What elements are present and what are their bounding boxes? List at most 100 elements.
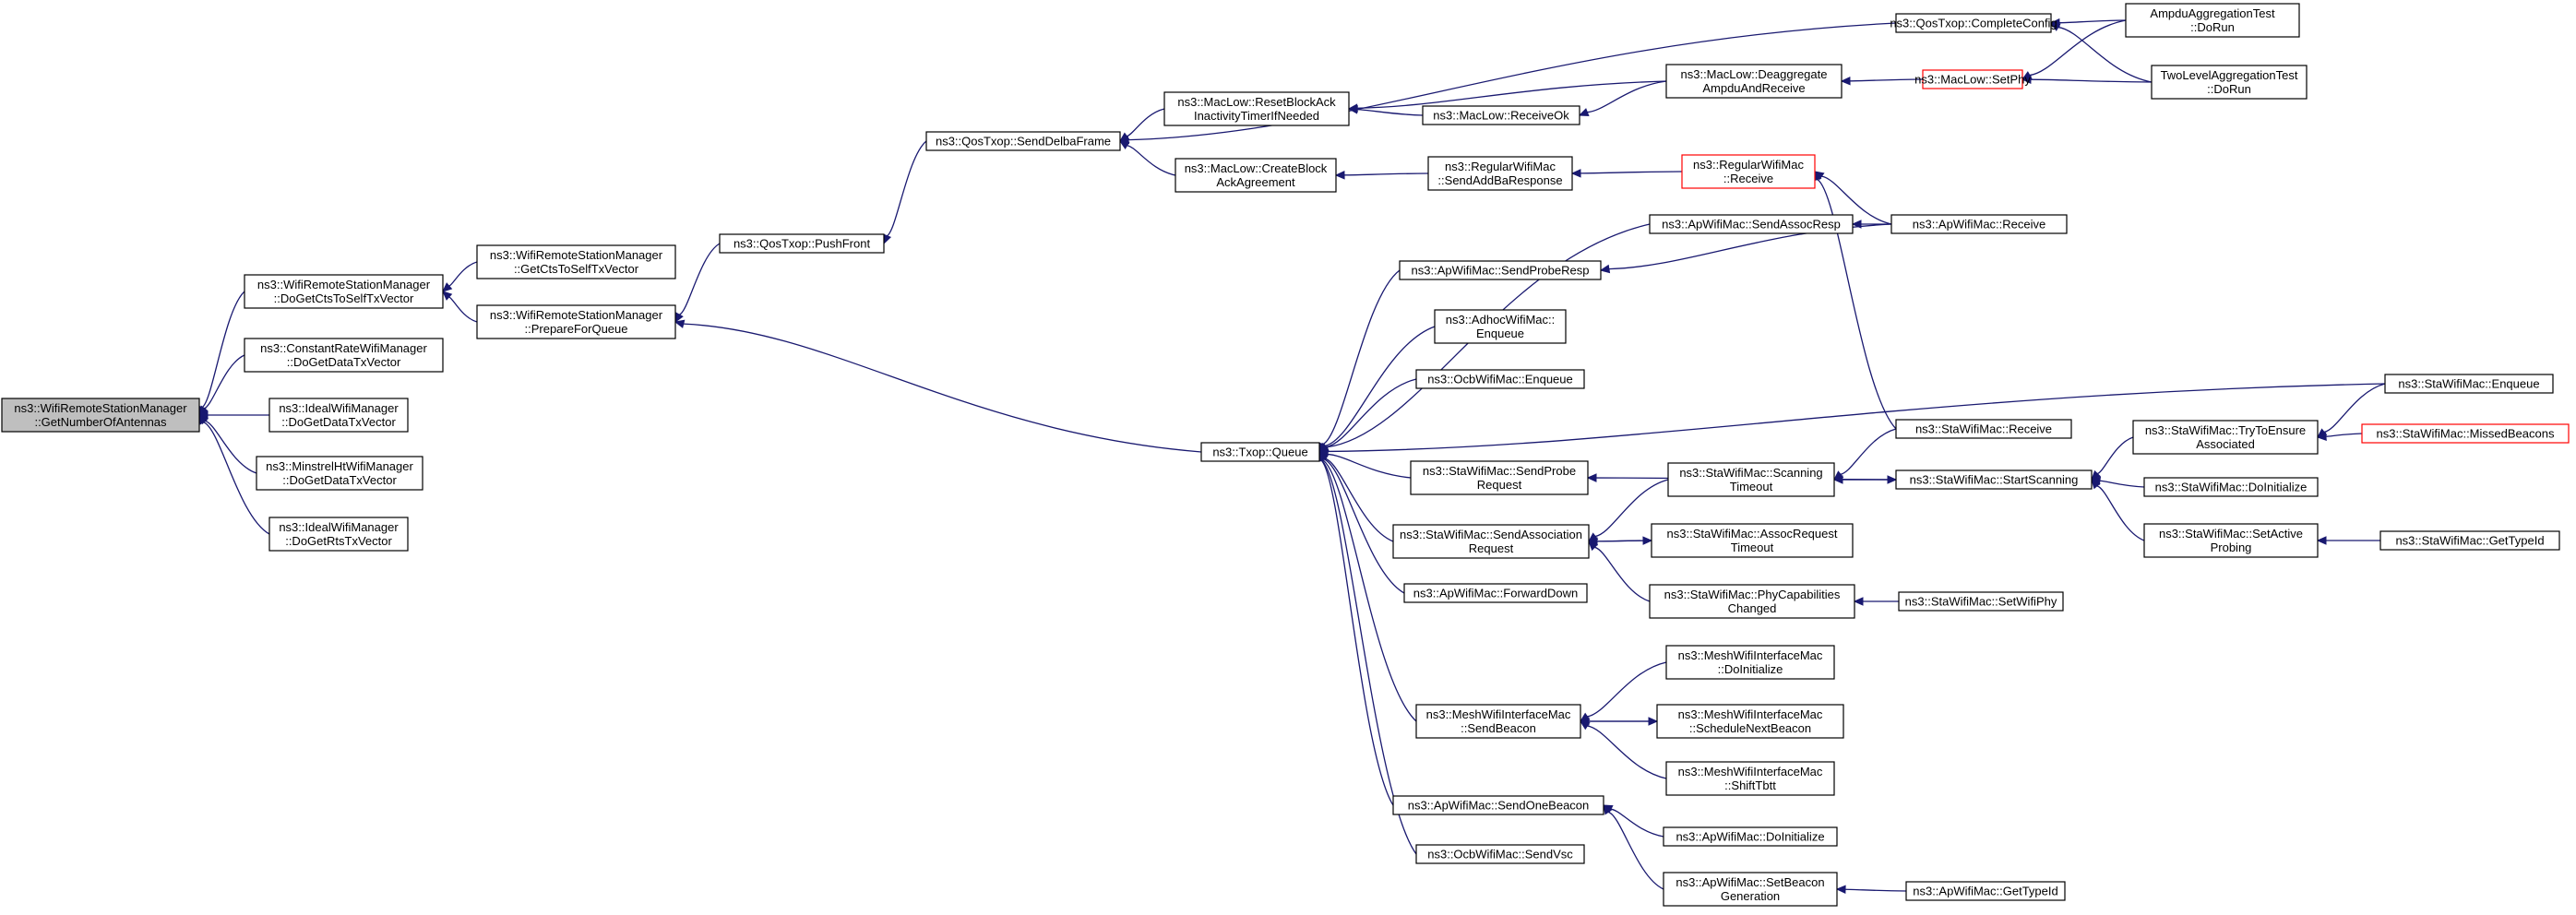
node-label: ns3::MeshWifiInterfaceMac: [1426, 707, 1571, 721]
edge-ocbvsc-to-txopq: [1320, 459, 1417, 855]
node-aprecv[interactable]: ns3::ApWifiMac::Receive: [1890, 214, 2068, 234]
node-box: [244, 274, 444, 309]
node-meshinit[interactable]: ns3::MeshWifiInterfaceMac::DoInitialize: [1665, 645, 1835, 680]
arrowhead-staassocto: [1642, 536, 1653, 545]
node-addba[interactable]: ns3::RegularWifiMac::SendAddBaResponse: [1427, 156, 1573, 191]
node-label: ::DoInitialize: [1718, 662, 1783, 676]
node-meshshift[interactable]: ns3::MeshWifiInterfaceMac::ShiftTbtt: [1665, 761, 1835, 796]
node-ampdu[interactable]: AmpduAggregationTest::DoRun: [2125, 3, 2300, 38]
edge-staphycap-to-staassocreq: [1594, 546, 1651, 602]
node-apinit[interactable]: ns3::ApWifiMac::DoInitialize: [1663, 826, 1838, 847]
node-box: [1665, 64, 1843, 99]
edge-statry-to-stastart: [2096, 436, 2134, 475]
node-box: [2361, 423, 2570, 444]
node-label: ::GetCtsToSelfTxVector: [514, 262, 639, 276]
node-resetba[interactable]: ns3::MacLow::ResetBlockAckInactivityTime…: [1163, 91, 1350, 126]
node-label: ::DoGetDataTxVector: [281, 415, 396, 429]
edge-twolvl-to-setphy: [2030, 78, 2153, 83]
edge-staenq-to-txopq: [1327, 383, 2386, 453]
node-root[interactable]: ns3::WifiRemoteStationManager::GetNumber…: [1, 398, 200, 433]
node-meshsend[interactable]: ns3::MeshWifiInterfaceMac::SendBeacon: [1415, 704, 1581, 739]
edge-sdelba-to-qospush: [886, 140, 927, 237]
edge-resetba-to-sdelba: [1126, 108, 1165, 137]
node-dgcts[interactable]: ns3::WifiRemoteStationManager::DoGetCtsT…: [244, 274, 444, 309]
node-ocbenq[interactable]: ns3::OcbWifiMac::Enqueue: [1415, 369, 1585, 389]
node-box: [2132, 420, 2319, 455]
node-aptype[interactable]: ns3::ApWifiMac::GetTypeId: [1905, 881, 2066, 901]
node-label: ::SendAddBaResponse: [1437, 173, 1562, 187]
node-sdelba[interactable]: ns3::QosTxop::SendDelbaFrame: [925, 131, 1121, 151]
node-ocbvsc[interactable]: ns3::OcbWifiMac::SendVsc: [1415, 844, 1585, 864]
edge-staprobe-to-txopq: [1327, 453, 1412, 479]
edge-adhocenq-to-txopq: [1324, 326, 1436, 447]
node-getcts[interactable]: ns3::WifiRemoteStationManager::GetCtsToS…: [476, 244, 676, 279]
node-iddata[interactable]: ns3::IdealWifiManager::DoGetDataTxVector: [268, 398, 409, 433]
node-box: [1392, 795, 1604, 815]
node-idrts[interactable]: ns3::IdealWifiManager::DoGetRtsTxVector: [268, 517, 409, 552]
node-mhdata[interactable]: ns3::MinstrelHtWifiManager::DoGetDataTxV…: [256, 456, 423, 491]
node-box: [1415, 369, 1585, 389]
node-apassoc[interactable]: ns3::ApWifiMac::SendAssocResp: [1649, 214, 1854, 234]
node-label: ns3::StaWifiMac::StartScanning: [1910, 473, 2079, 487]
node-apfwd[interactable]: ns3::ApWifiMac::ForwardDown: [1403, 583, 1588, 603]
node-label: ::DoGetCtsToSelfTxVector: [274, 291, 414, 305]
arrowhead-dgcts: [442, 291, 453, 301]
node-txopq[interactable]: ns3::Txop::Queue: [1200, 442, 1320, 462]
edge-aponebeacon-to-txopq: [1320, 459, 1394, 806]
node-statype[interactable]: ns3::StaWifiMac::GetTypeId: [2379, 530, 2560, 551]
node-staenq[interactable]: ns3::StaWifiMac::Enqueue: [2384, 374, 2554, 394]
node-box: [476, 304, 676, 339]
node-compcfg[interactable]: ns3::QosTxop::CompleteConfig: [1890, 13, 2057, 33]
node-label: ns3::StaWifiMac::AssocRequest: [1667, 527, 1838, 541]
node-stamissed[interactable]: ns3::StaWifiMac::MissedBeacons: [2361, 423, 2570, 444]
node-setphy[interactable]: ns3::MacLow::SetPhy: [1914, 69, 2031, 89]
node-box: [1651, 523, 1854, 558]
node-label: ns3::ApWifiMac::SendOneBeacon: [1408, 799, 1590, 813]
arrowhead-compcfg: [2049, 22, 2061, 31]
arrowhead-dgcts: [442, 282, 453, 292]
node-label: ::ScheduleNextBeacon: [1689, 721, 1811, 735]
node-recvok[interactable]: ns3::MacLow::ReceiveOk: [1422, 105, 1580, 125]
node-label: Generation: [1721, 889, 1780, 903]
node-qospush[interactable]: ns3::QosTxop::PushFront: [719, 233, 885, 254]
node-stainit[interactable]: ns3::StaWifiMac::DoInitialize: [2143, 477, 2319, 497]
node-aponebeacon[interactable]: ns3::ApWifiMac::SendOneBeacon: [1392, 795, 1604, 815]
node-box: [1663, 872, 1838, 907]
node-label: ::DoRun: [2207, 82, 2251, 96]
edge-deagg-to-resetba: [1356, 80, 1667, 109]
node-label: ns3::StaWifiMac::Scanning: [1679, 466, 1822, 480]
node-label: ns3::MacLow::SetPhy: [1914, 73, 2031, 87]
edge-approbe-to-txopq: [1322, 269, 1401, 446]
node-regrecv[interactable]: ns3::RegularWifiMac::Receive: [1681, 154, 1816, 189]
node-adhocenq[interactable]: ns3::AdhocWifiMac::Enqueue: [1434, 309, 1567, 344]
node-twolvl[interactable]: TwoLevelAggregationTest::DoRun: [2151, 65, 2308, 100]
node-starecv[interactable]: ns3::StaWifiMac::Receive: [1895, 419, 2072, 439]
node-stastart[interactable]: ns3::StaWifiMac::StartScanning: [1895, 469, 2093, 490]
node-label: ::DoRun: [2190, 20, 2235, 34]
node-prepq[interactable]: ns3::WifiRemoteStationManager::PrepareFo…: [476, 304, 676, 339]
arrowhead-sdelba: [1119, 132, 1130, 142]
node-box: [1163, 91, 1350, 126]
node-approbe[interactable]: ns3::ApWifiMac::SendProbeResp: [1399, 260, 1602, 280]
node-box: [2143, 523, 2319, 558]
arrowhead-apsetbeacon: [1835, 885, 1846, 895]
edge-apsetbeacon-to-aponebeacon: [1607, 811, 1664, 890]
node-box: [1415, 844, 1585, 864]
node-label: ns3::StaWifiMac::Enqueue: [2398, 377, 2539, 391]
node-label: Probing: [2211, 541, 2252, 554]
node-crdata[interactable]: ns3::ConstantRateWifiManager::DoGetDataT…: [244, 338, 444, 373]
node-meshsched[interactable]: ns3::MeshWifiInterfaceMac::ScheduleNextB…: [1656, 704, 1844, 739]
node-stasetphy[interactable]: ns3::StaWifiMac::SetWifiPhy: [1898, 591, 2064, 612]
edge-addba-to-createba: [1343, 172, 1429, 176]
